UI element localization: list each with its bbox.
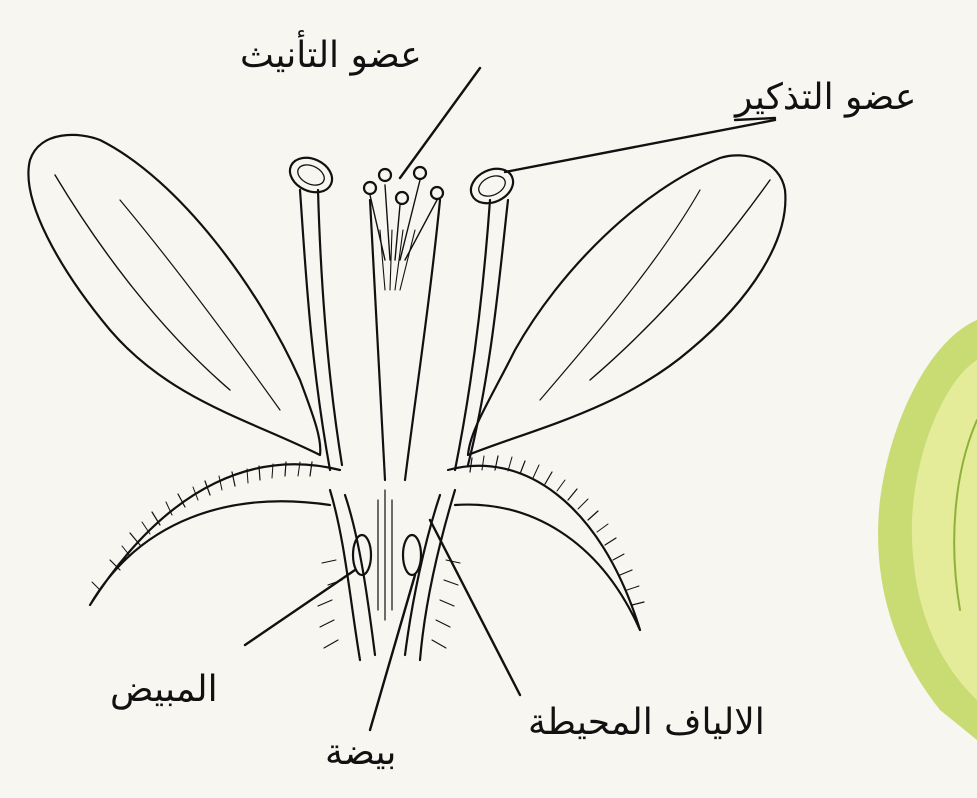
left-petal <box>28 135 320 455</box>
leader-stamen <box>505 120 775 172</box>
label-ovule: بيضة <box>325 735 396 771</box>
label-stamen: عضو التذكير <box>735 80 916 116</box>
underline-stamen <box>735 118 775 120</box>
label-pistil: عضو التأنيث <box>240 38 422 74</box>
left-sepal <box>90 462 340 605</box>
pistil <box>364 167 443 480</box>
leader-pistil <box>400 68 480 178</box>
right-sepal <box>448 456 644 630</box>
leader-ovary <box>245 570 355 645</box>
label-surrounding-fibers: الالياف المحيطة <box>528 705 765 741</box>
receptacle <box>318 490 460 660</box>
leader-fibers <box>430 520 520 695</box>
label-ovary: المبيض <box>110 672 218 708</box>
left-stamen <box>284 151 342 470</box>
ovules <box>353 490 421 620</box>
leader-lines <box>245 68 775 730</box>
right-stamen <box>455 162 519 470</box>
background-leaf <box>878 320 977 740</box>
right-petal <box>468 155 785 455</box>
